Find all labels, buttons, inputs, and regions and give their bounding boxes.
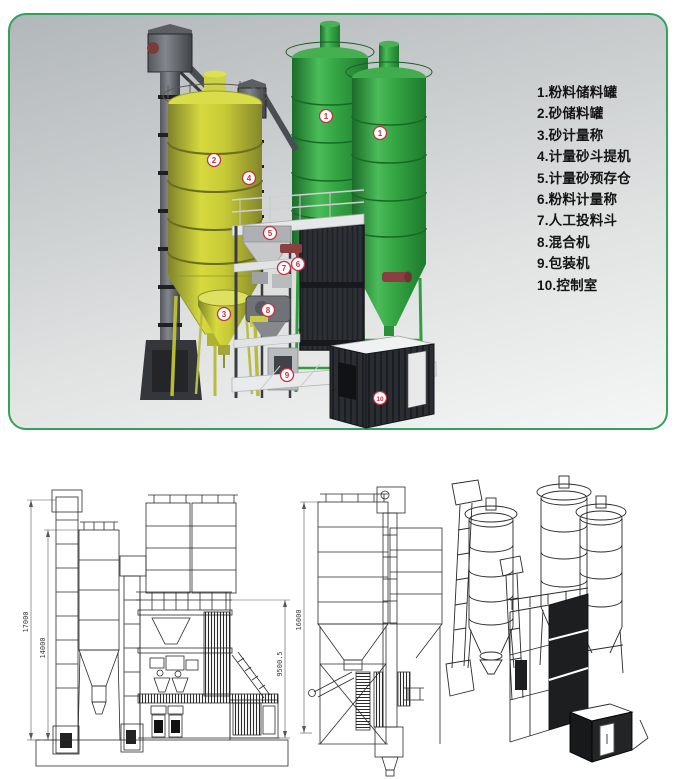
- svg-text:2: 2: [212, 156, 217, 165]
- marker-9: 9: [279, 367, 295, 383]
- marker-1b: 1: [372, 125, 388, 141]
- legend-item: 3.砂计量称: [537, 127, 604, 143]
- marker-7: 7: [276, 260, 292, 276]
- svg-text:9500.5: 9500.5: [276, 651, 284, 676]
- svg-text:9: 9: [285, 371, 290, 380]
- side-view: 16000: [295, 486, 443, 777]
- svg-text:16000: 16000: [295, 609, 303, 630]
- marker-4: 4: [241, 170, 257, 186]
- svg-text:8: 8: [266, 306, 271, 315]
- screw-conveyor-icon: [382, 271, 412, 283]
- legend-item: 7.人工投料斗: [537, 213, 618, 229]
- legend-item: 2.砂储料罐: [537, 106, 604, 122]
- legend-item: 5.计量砂预存仓: [537, 170, 631, 186]
- svg-text:5: 5: [268, 229, 273, 238]
- cad-drawings: 17000 14000: [22, 475, 649, 777]
- marker-8: 8: [260, 302, 276, 318]
- dim-9500: 9500.5: [232, 599, 290, 739]
- legend-item: 1.粉料储料罐: [537, 85, 618, 100]
- svg-text:7: 7: [282, 264, 287, 273]
- legend-item: 9.包装机: [537, 256, 590, 272]
- marker-6: 6: [290, 256, 306, 272]
- plant-3d-illustration: 1 1 2 3 4 5 6 7 8 9 10: [140, 20, 437, 429]
- isometric-view: [445, 475, 649, 763]
- parts-legend: 1.粉料储料罐 2.砂储料罐 3.砂计量称 4.计量砂斗提机 5.计量砂预存仓 …: [537, 82, 669, 296]
- part-markers: 1 1 2 3 4 5 6 7 8 9 10: [206, 108, 388, 406]
- legend-item: 8.混合机: [537, 234, 590, 250]
- front-view: 17000 14000: [22, 489, 290, 767]
- svg-text:17000: 17000: [22, 611, 30, 632]
- dim-14000: 14000: [39, 529, 80, 741]
- legend-item: 6.粉料计量称: [537, 192, 618, 208]
- svg-text:3: 3: [222, 310, 227, 319]
- svg-text:4: 4: [247, 174, 252, 183]
- svg-text:1: 1: [324, 112, 329, 121]
- marker-2: 2: [206, 152, 222, 168]
- legend-item: 4.计量砂斗提机: [537, 149, 631, 165]
- svg-text:14000: 14000: [39, 637, 47, 658]
- svg-text:1: 1: [378, 129, 383, 138]
- render-box: 1 1 2 3 4 5 6 7 8 9 10: [8, 13, 668, 430]
- legend-item: 10.控制室: [537, 277, 598, 293]
- svg-text:10: 10: [376, 396, 384, 403]
- marker-5: 5: [262, 225, 278, 241]
- dim-16000: 16000: [295, 501, 320, 734]
- control-room: [329, 335, 435, 429]
- dim-17000: 17000: [22, 499, 56, 741]
- marker-10: 10: [372, 390, 388, 406]
- marker-1a: 1: [318, 108, 334, 124]
- marker-3: 3: [216, 306, 232, 322]
- svg-text:6: 6: [296, 260, 301, 269]
